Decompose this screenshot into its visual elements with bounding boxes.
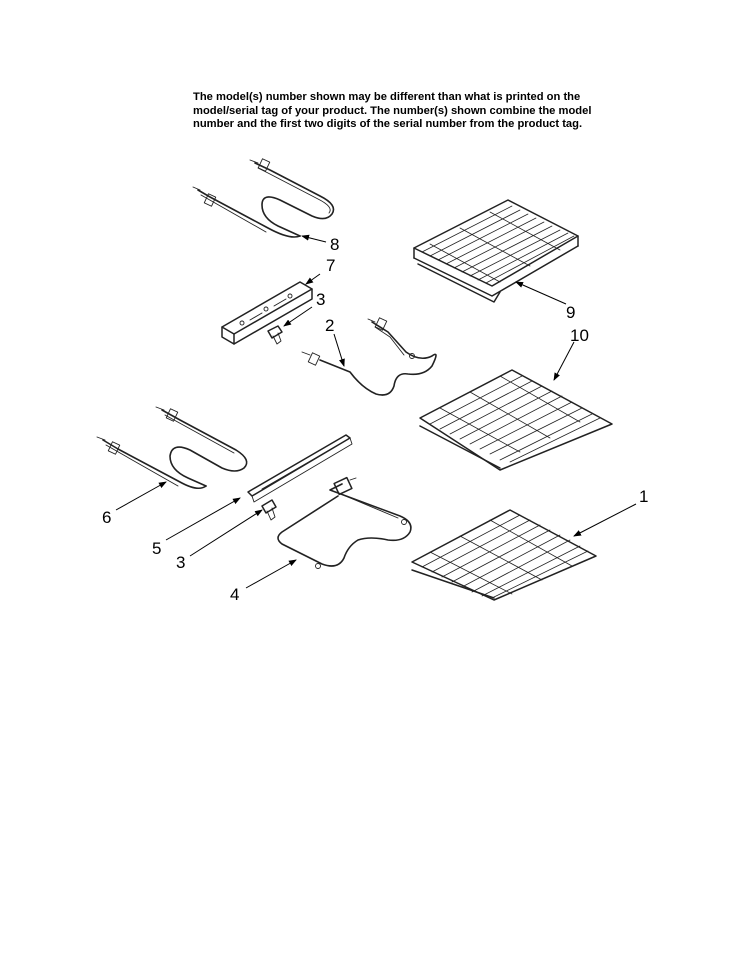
callout-1: 1 [639, 487, 648, 506]
leader-lines [115, 234, 637, 589]
part-10-rack [419, 369, 613, 471]
part-9-rack [413, 199, 579, 303]
notice-line-3: number and the first two digits of the s… [193, 118, 583, 130]
callout-7: 7 [326, 256, 335, 275]
callout-10: 10 [570, 326, 589, 345]
part-6-element [96, 406, 248, 490]
callout-8: 8 [330, 235, 339, 254]
callout-5: 5 [152, 539, 161, 558]
callout-3-lower: 3 [176, 553, 185, 572]
callout-4: 4 [230, 585, 239, 604]
part-7-bracket [221, 281, 313, 345]
part-5-bracket [247, 434, 353, 503]
part-4-bake-element [277, 476, 412, 569]
part-1-rack [411, 509, 597, 601]
part-3-screw-upper [267, 325, 283, 345]
callout-labels: 8 7 3 2 9 10 1 6 5 3 4 [102, 235, 648, 604]
part-8-broil-element [192, 158, 335, 238]
callout-3-upper: 3 [316, 290, 325, 309]
notice-line-1: The model(s) number shown may be differe… [193, 91, 581, 103]
callout-9: 9 [566, 303, 575, 322]
part-3-screw-lower [261, 499, 277, 521]
notice-line-2: model/serial tag of your product. The nu… [193, 104, 592, 117]
callout-6: 6 [102, 508, 111, 527]
model-number-notice: The model(s) number shown may be differe… [193, 91, 613, 132]
callout-2: 2 [325, 316, 334, 335]
part-2-bake-element [301, 317, 437, 396]
